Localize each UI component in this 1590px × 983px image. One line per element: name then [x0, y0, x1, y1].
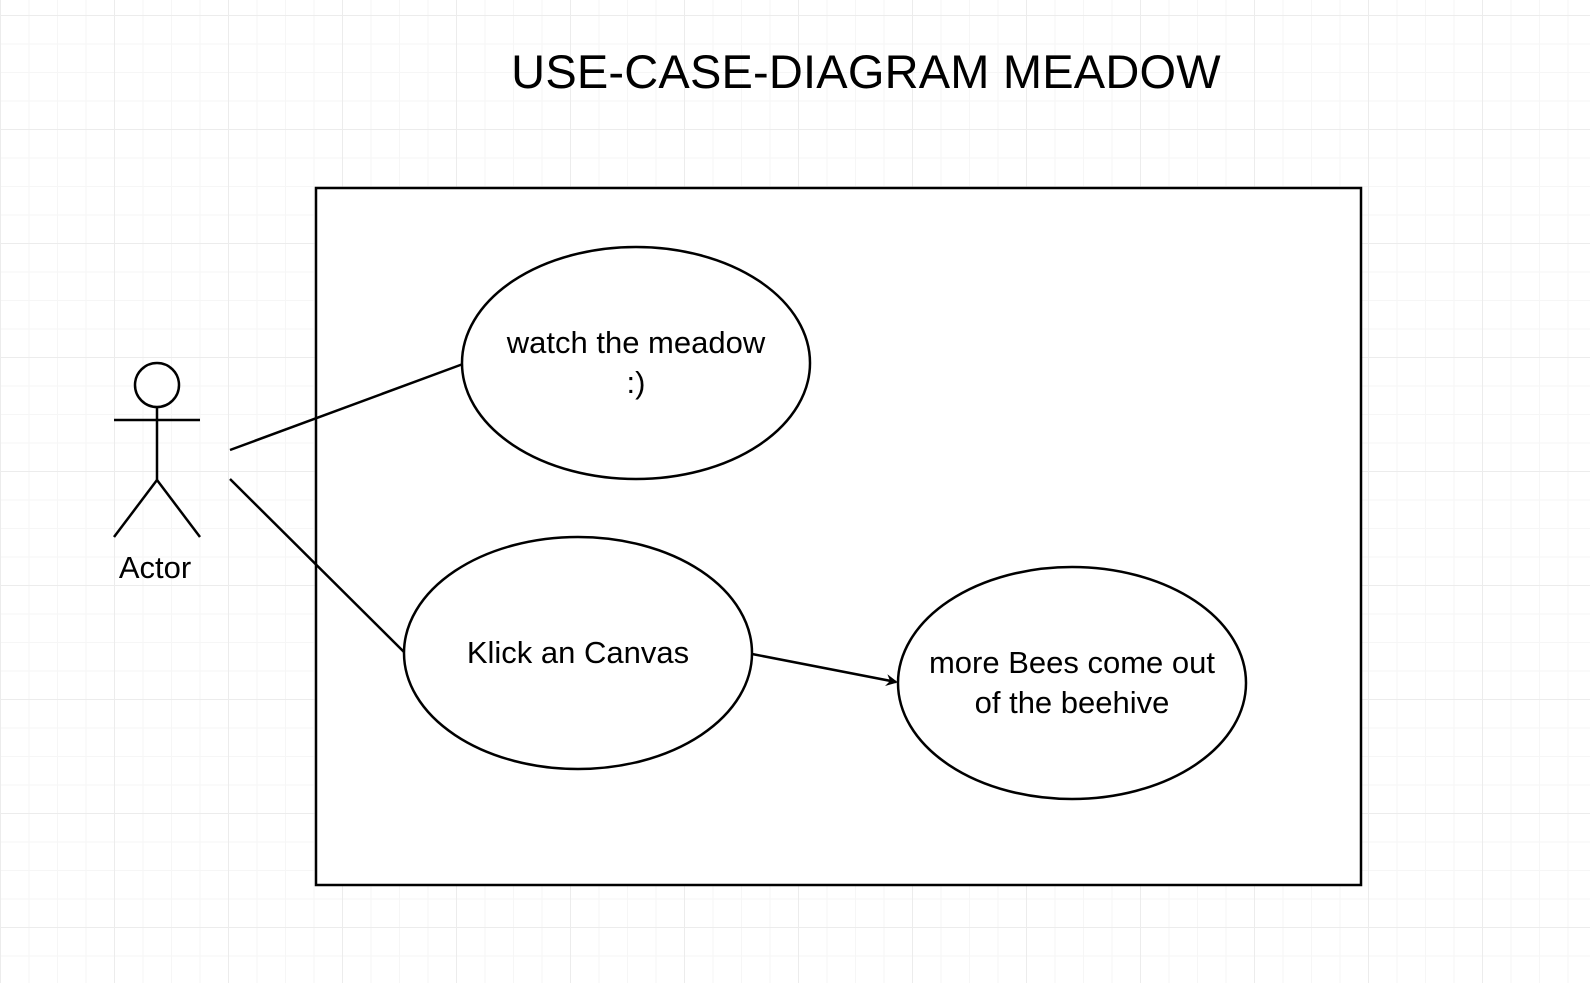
usecase-klick-text: Klick an Canvas [466, 635, 690, 670]
actor-head [133, 361, 181, 409]
association-watch[interactable] [229, 362, 464, 452]
usecase-bees-ellipse[interactable] [896, 565, 1248, 801]
diagram-title: USE-CASE-DIAGRAM MEADOW [511, 45, 1221, 98]
usecase-bees-line1: more Bees come out [928, 645, 1216, 680]
usecase-watch-line1: watch the meadow [506, 325, 766, 360]
arrow-klick-to-bees[interactable] [751, 652, 898, 686]
usecase-bees-line2: of the beehive [974, 685, 1170, 720]
usecase-bees-label: more Bees come out of the beehive [898, 567, 1246, 799]
usecase-klick-ellipse[interactable] [402, 535, 754, 771]
usecase-watch-ellipse[interactable] [460, 245, 812, 481]
actor-label: Actor [118, 550, 192, 585]
association-klick[interactable] [229, 478, 406, 654]
actor-right-leg [156, 479, 201, 538]
usecase-watch-line2: :) [626, 365, 646, 400]
usecase-klick-label: Klick an Canvas [404, 537, 752, 769]
actor-left-leg [113, 479, 158, 538]
actor-figure[interactable] [113, 361, 201, 538]
usecase-watch-label: watch the meadow :) [462, 247, 810, 479]
